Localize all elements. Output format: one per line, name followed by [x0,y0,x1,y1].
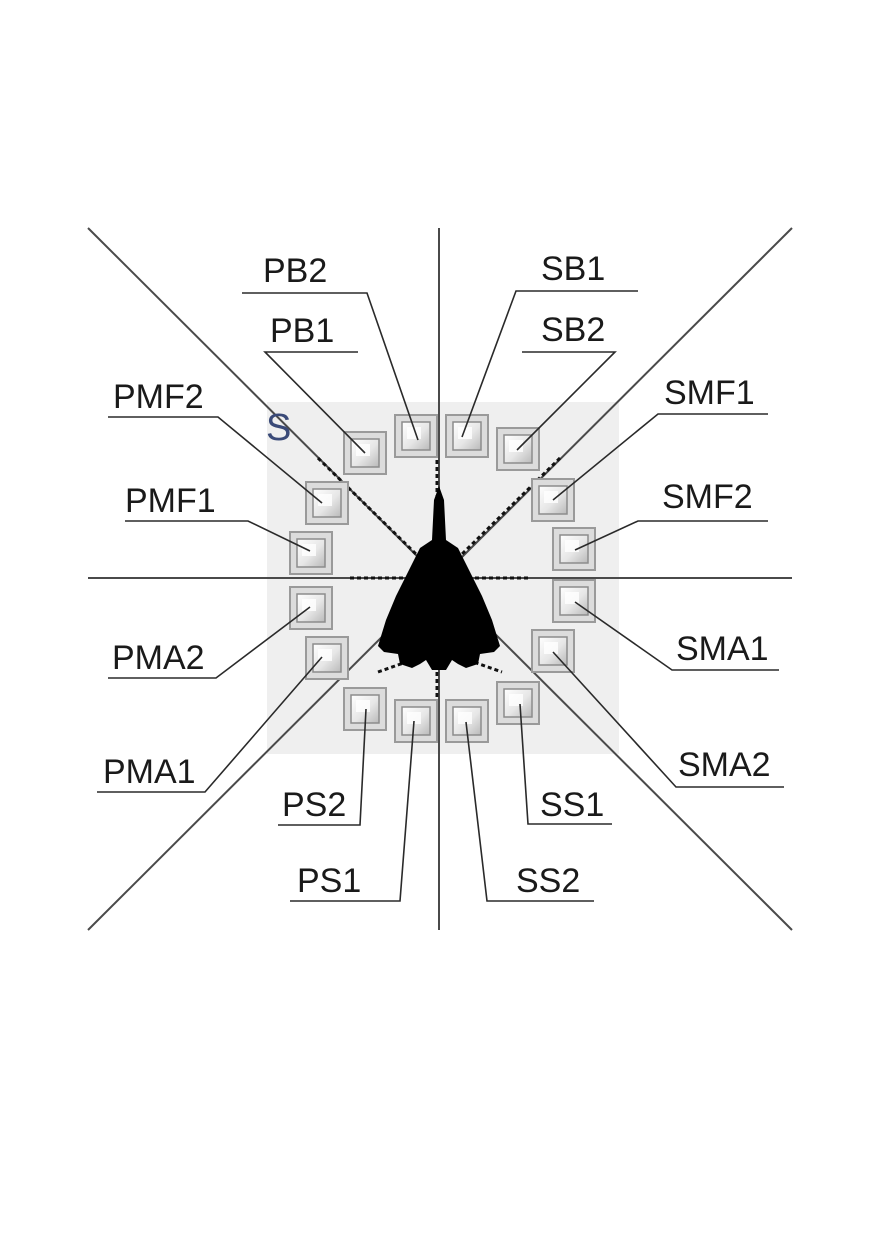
button-icon-ps1[interactable] [394,699,438,743]
aircraft-silhouette-icon [378,486,500,670]
button-icon-pma2[interactable] [289,586,333,630]
button-icon-smf2[interactable] [552,527,596,571]
corner-mark: S [266,407,291,449]
button-icon-pmf2[interactable] [305,481,349,525]
label-pmf1: PMF1 [125,482,216,520]
button-icon-pmf1[interactable] [289,531,333,575]
label-ss1: SS1 [540,786,604,824]
label-ps1: PS1 [297,862,361,900]
button-icon-sma2[interactable] [531,629,575,673]
label-sma2: SMA2 [678,746,771,784]
label-pma1: PMA1 [103,753,196,791]
label-sb2: SB2 [541,311,605,349]
button-icon-pma1[interactable] [305,636,349,680]
label-smf1: SMF1 [664,374,755,412]
label-sma1: SMA1 [676,630,769,668]
leader-lines [97,290,784,902]
position-labels: PB2 PB1 PMF2 PMF1 PMA2 PMA1 PS2 PS1 SB1 … [103,250,771,900]
label-pb1: PB1 [270,312,334,350]
label-ss2: SS2 [516,862,580,900]
label-sb1: SB1 [541,250,605,288]
label-pb2: PB2 [263,252,327,290]
label-ps2: PS2 [282,786,346,824]
button-icon-sma1[interactable] [552,579,596,623]
button-icon-ss1[interactable] [496,681,540,725]
label-smf2: SMF2 [662,478,753,516]
label-pmf2: PMF2 [113,378,204,416]
label-pma2: PMA2 [112,639,205,677]
